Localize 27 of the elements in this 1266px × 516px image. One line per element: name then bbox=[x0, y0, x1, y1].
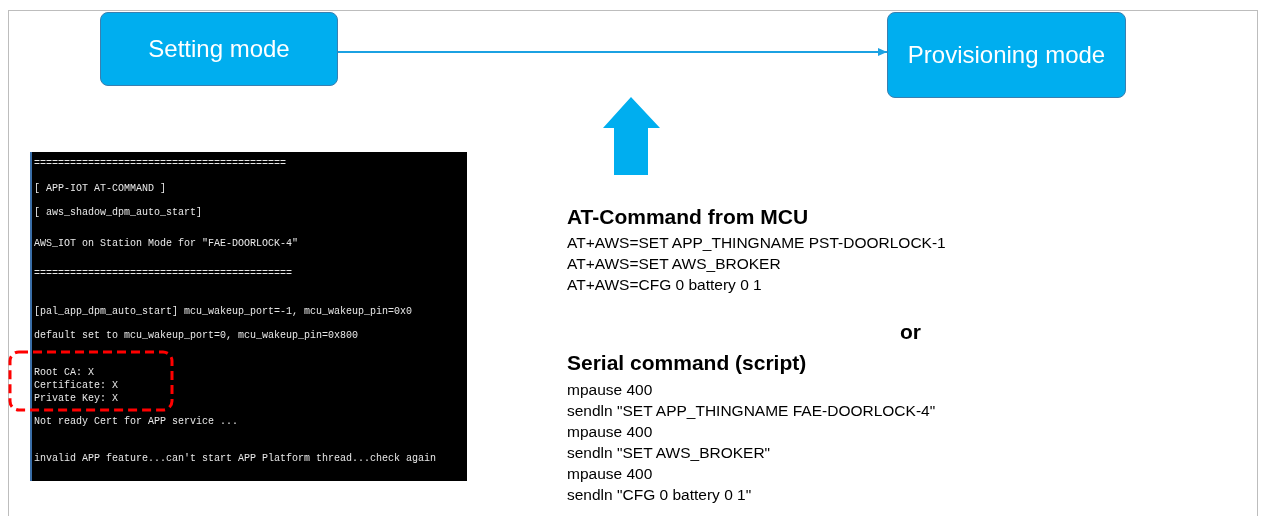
command-line: sendln "SET APP_THINGNAME FAE-DOORLOCK-4" bbox=[567, 402, 936, 420]
terminal-line: Not ready Cert for APP service ... bbox=[34, 416, 239, 428]
terminal-line: AWS_IOT on Station Mode for "FAE-DOORLOCK-4" bbox=[34, 238, 299, 250]
mode-box: Setting mode bbox=[100, 12, 338, 86]
terminal-line: Root CA: X bbox=[34, 367, 94, 379]
command-line: mpause 400 bbox=[567, 423, 653, 441]
arrow bbox=[337, 48, 888, 56]
terminal-line: [pal_app_dpm_auto_start] mcu_wakeup_port=-1, mcu_wakeup_pin=0x0 bbox=[34, 306, 413, 318]
command-line: AT+AWS=SET AWS_BROKER bbox=[567, 255, 781, 273]
terminal-line: Private Key: X bbox=[34, 393, 118, 405]
terminal-line: =========================================== bbox=[34, 268, 293, 280]
separator-word: or bbox=[900, 320, 921, 344]
mode-box: Provisioning mode bbox=[887, 12, 1126, 98]
section-heading: AT-Command from MCU bbox=[567, 205, 809, 229]
command-line: sendln "CFG 0 battery 0 1" bbox=[567, 486, 752, 504]
terminal-line: Certificate: X bbox=[34, 380, 118, 392]
terminal-line: default set to mcu_wakeup_port=0, mcu_wakeup_pin=0x800 bbox=[34, 330, 359, 342]
command-line: mpause 400 bbox=[567, 465, 653, 483]
terminal-line: ========================================== bbox=[34, 158, 287, 170]
terminal-line: invalid APP feature...can't start APP Platform thread...check again bbox=[34, 453, 437, 465]
command-line: sendln "SET AWS_BROKER" bbox=[567, 444, 771, 462]
command-line: AT+AWS=CFG 0 battery 0 1 bbox=[567, 276, 762, 294]
command-line: AT+AWS=SET APP_THINGNAME PST-DOORLOCK-1 bbox=[567, 234, 946, 252]
terminal-line: [ APP-IOT AT-COMMAND ] bbox=[34, 183, 167, 195]
command-line: mpause 400 bbox=[567, 381, 653, 399]
section-heading: Serial command (script) bbox=[567, 351, 807, 375]
terminal-line: [ aws_shadow_dpm_auto_start] bbox=[34, 207, 203, 219]
